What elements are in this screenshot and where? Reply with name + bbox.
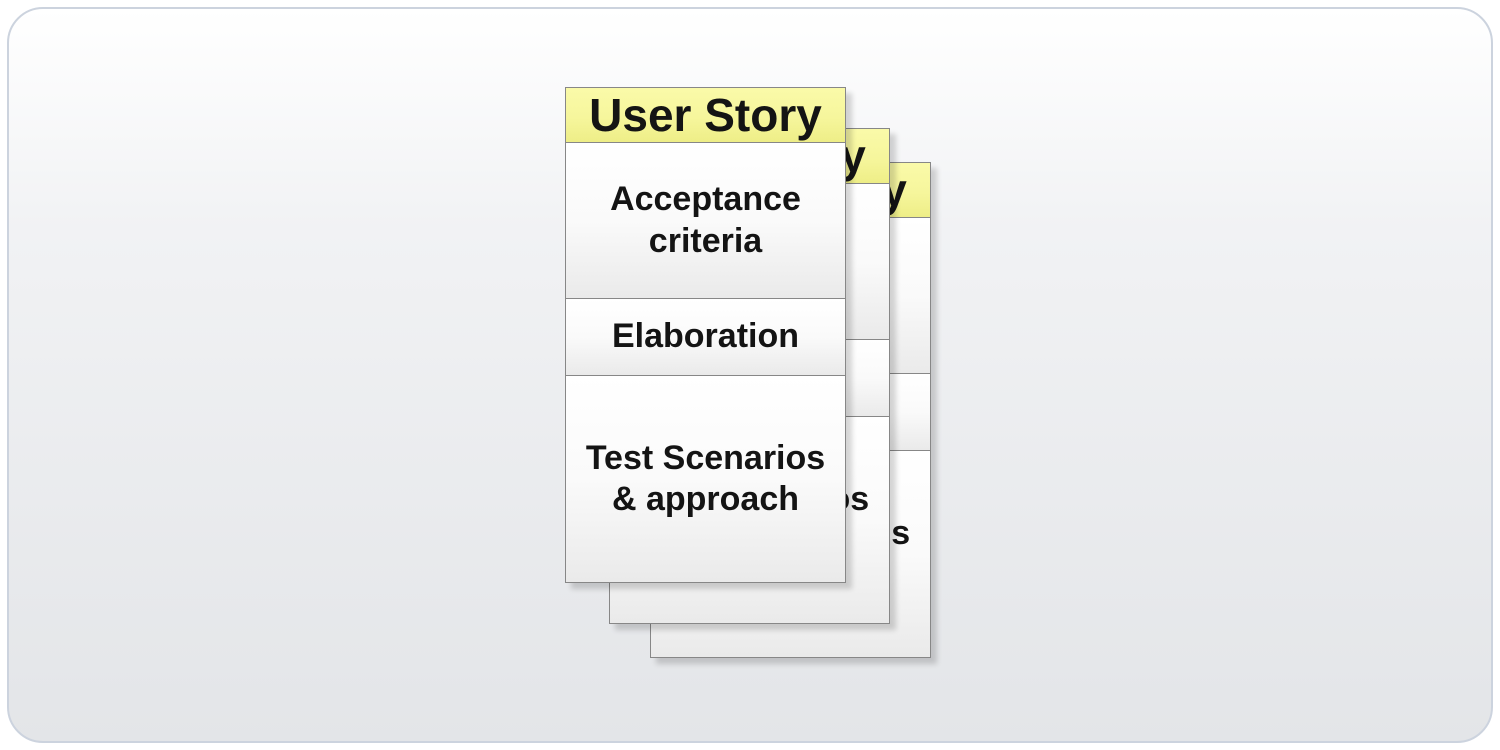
- card-title-header: User Story: [566, 88, 845, 143]
- elaboration-label: Elaboration: [611, 317, 800, 356]
- acceptance-criteria-section: Acceptance criteria: [566, 143, 845, 299]
- test-scenarios-section: Test Scenarios & approach: [566, 376, 845, 582]
- elaboration-section: Elaboration: [566, 299, 845, 376]
- acceptance-criteria-label: Acceptance criteria: [610, 180, 801, 260]
- test-scenarios-label: Test Scenarios & approach: [585, 438, 826, 518]
- user-story-card-front: User Story Acceptance criteria Elaborati…: [565, 87, 846, 583]
- card-title: User Story: [589, 89, 822, 141]
